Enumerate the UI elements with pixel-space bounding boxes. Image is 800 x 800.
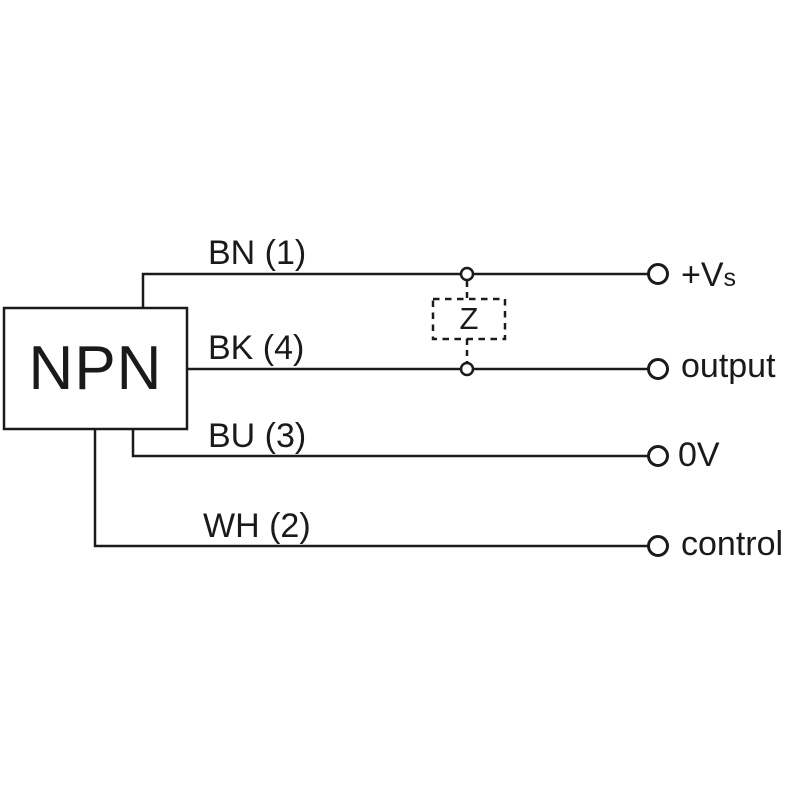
terminal-label-vs-sub: s bbox=[723, 264, 737, 292]
terminal-label-vs-main: +V bbox=[681, 256, 724, 294]
impedance-label: Z bbox=[459, 301, 479, 336]
wire-bu-line bbox=[131, 430, 648, 458]
terminal-circle-0v bbox=[647, 445, 669, 467]
terminal-circle-vs bbox=[647, 263, 669, 285]
wire-label-wh: WH (2) bbox=[203, 507, 311, 545]
terminal-label-control: control bbox=[681, 525, 784, 563]
wire-label-bu: BU (3) bbox=[208, 417, 307, 455]
junction-node-vs bbox=[459, 266, 475, 282]
wire-bn-line bbox=[141, 272, 648, 308]
terminal-label-0v: 0V bbox=[678, 436, 720, 474]
terminal-circle-output bbox=[647, 358, 669, 380]
wire-wh-line bbox=[93, 430, 648, 548]
impedance-box bbox=[431, 297, 507, 341]
terminal-label-output: output bbox=[681, 347, 776, 385]
device-label: NPN bbox=[28, 334, 163, 403]
wire-label-bn: BN (1) bbox=[208, 234, 307, 272]
wire-label-bk: BK (4) bbox=[208, 329, 305, 367]
terminal-label-vs: +Vs bbox=[681, 258, 736, 295]
junction-node-output bbox=[459, 361, 475, 377]
terminal-circle-control bbox=[647, 535, 669, 557]
